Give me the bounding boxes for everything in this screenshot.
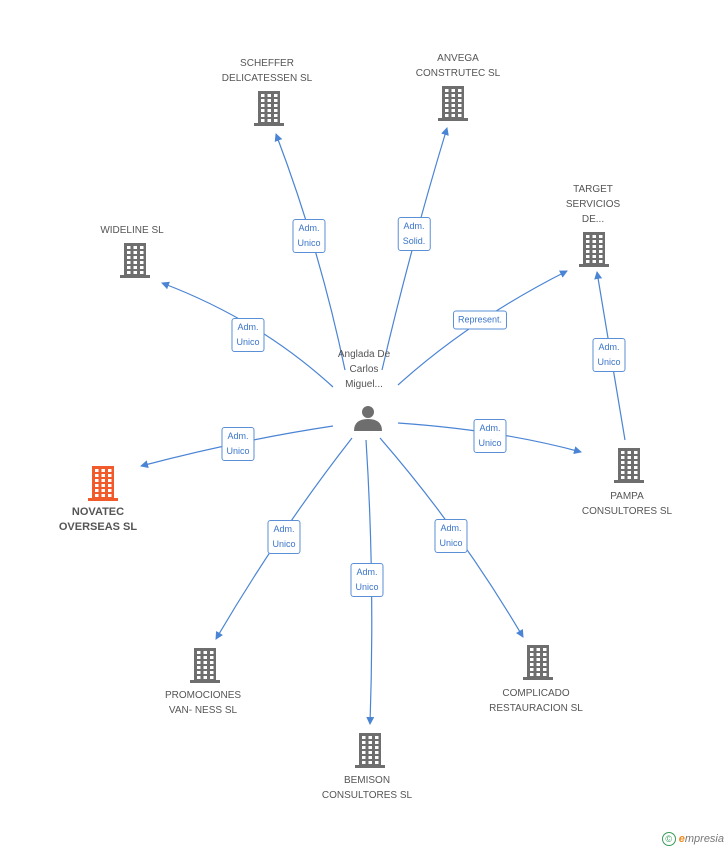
company-label-novatec[interactable]: NOVATEC OVERSEAS SL	[59, 505, 137, 535]
company-label-complicado[interactable]: COMPLICADO RESTAURACION SL	[489, 686, 583, 716]
relation-label-line: Represent.	[457, 314, 503, 325]
relation-label-line: Solid.	[402, 236, 426, 246]
relation-label-pampa[interactable]: Adm. Unico	[473, 419, 507, 453]
company-name-line: DE...	[581, 214, 605, 225]
relation-label-bemison[interactable]: Adm. Unico	[350, 563, 384, 597]
relation-label-line: Adm.	[440, 523, 462, 533]
company-name-line: CONSULTORES SL	[581, 506, 673, 517]
brand-logo[interactable]: empresia	[678, 833, 724, 845]
company-name-line: CONSTRUTEC SL	[415, 68, 501, 79]
company-name-line: BEMISON	[343, 775, 391, 786]
relation-label-wideline[interactable]: Adm. Unico	[231, 318, 265, 352]
company-name-line: DELICATESSEN SL	[221, 73, 313, 84]
company-label-bemison[interactable]: BEMISON CONSULTORES SL	[322, 773, 412, 803]
company-name-line: COMPLICADO	[502, 688, 570, 699]
relation-label-line: Adm.	[403, 221, 425, 231]
relation-label-line: Unico	[236, 337, 260, 347]
company-label-promociones[interactable]: PROMOCIONES VAN- NESS SL	[165, 688, 241, 718]
relation-label-line: Adm.	[227, 431, 249, 441]
company-name-line: RESTAURACION SL	[489, 703, 583, 714]
relation-label-line: Unico	[297, 238, 321, 248]
building-icon-scheffer[interactable]	[254, 91, 284, 126]
company-label-scheffer[interactable]: SCHEFFER DELICATESSEN SL	[222, 56, 312, 86]
person-name-line: Anglada De	[337, 349, 391, 360]
company-name-line: SCHEFFER	[240, 58, 294, 69]
company-label-target[interactable]: TARGET SERVICIOS DE...	[566, 182, 620, 227]
relation-label-novatec[interactable]: Adm. Unico	[221, 427, 255, 461]
relation-edges	[140, 127, 626, 725]
building-icon-novatec[interactable]	[88, 466, 118, 501]
building-icon-promociones[interactable]	[190, 648, 220, 683]
company-name-line: OVERSEAS SL	[58, 521, 138, 533]
company-name-line: TARGET	[573, 184, 613, 195]
company-name-line: PAMPA	[610, 491, 644, 502]
company-name-line: PROMOCIONES	[164, 690, 242, 701]
relation-label-line: Unico	[597, 357, 621, 367]
relation-label-line: Unico	[272, 539, 296, 549]
relation-label-target[interactable]: Adm. Unico	[592, 338, 626, 372]
relation-label-anvega[interactable]: Adm. Solid.	[397, 217, 431, 251]
company-name-line: WIDELINE SL	[100, 225, 164, 236]
building-icon-pampa[interactable]	[614, 448, 644, 483]
person-name-line: Miguel...	[345, 379, 383, 390]
company-label-pampa[interactable]: PAMPA CONSULTORES SL	[582, 489, 672, 519]
relation-label-line: Adm.	[273, 524, 295, 534]
relation-label-line: Adm.	[479, 423, 501, 433]
company-label-wideline[interactable]: WIDELINE SL	[100, 223, 163, 238]
building-icon-bemison[interactable]	[355, 733, 385, 768]
relation-label-target[interactable]: Represent.	[452, 310, 508, 330]
relation-label-line: Adm.	[598, 342, 620, 352]
relation-label-line: Unico	[478, 438, 502, 448]
relation-label-line: Adm.	[356, 567, 378, 577]
person-icon[interactable]	[354, 406, 382, 431]
relation-label-line: Unico	[226, 446, 250, 456]
building-icon-target[interactable]	[579, 232, 609, 267]
building-icon-wideline[interactable]	[120, 243, 150, 278]
company-name-line: VAN- NESS SL	[168, 705, 238, 716]
relation-label-complicado[interactable]: Adm. Unico	[434, 519, 468, 553]
graph-nodes	[88, 86, 644, 768]
company-name-line: SERVICIOS	[565, 199, 621, 210]
footer-brand: © empresia	[661, 832, 724, 846]
relation-label-line: Unico	[439, 538, 463, 548]
relation-label-line: Unico	[355, 582, 379, 592]
relation-label-line: Adm.	[298, 223, 320, 233]
building-icon-complicado[interactable]	[523, 645, 553, 680]
company-name-line: NOVATEC	[71, 506, 125, 518]
relation-label-scheffer[interactable]: Adm. Unico	[292, 219, 326, 253]
relation-label-promociones[interactable]: Adm. Unico	[267, 520, 301, 554]
person-name-line: Carlos	[349, 364, 379, 375]
company-label-anvega[interactable]: ANVEGA CONSTRUTEC SL	[416, 51, 500, 81]
relation-label-line: Adm.	[237, 322, 259, 332]
copyright-icon: ©	[661, 832, 676, 846]
company-name-line: ANVEGA	[437, 53, 479, 64]
company-name-line: CONSULTORES SL	[321, 790, 413, 801]
building-icon-anvega[interactable]	[438, 86, 468, 121]
